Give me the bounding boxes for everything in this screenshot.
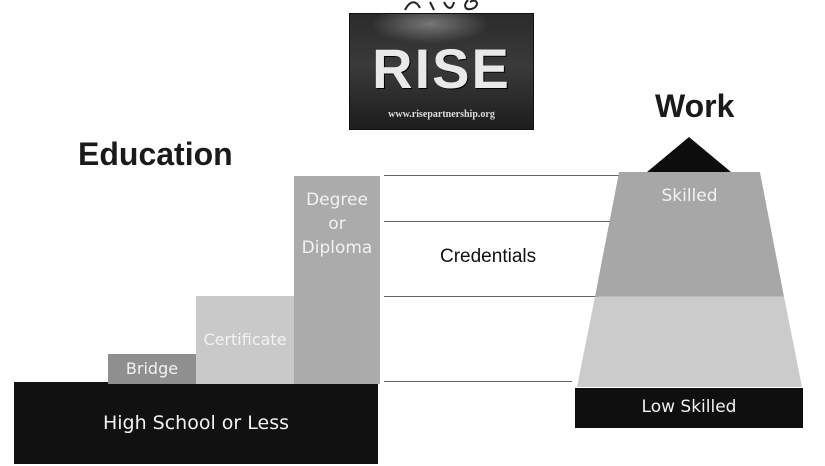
degree-label-line3: Diploma — [301, 238, 373, 258]
pyramid-middle-band — [577, 296, 802, 387]
pyramid-skilled-band — [595, 172, 784, 297]
handwritten-mark-icon — [404, 0, 478, 11]
certificate-step: Certificate — [196, 296, 294, 384]
connector-line-upper — [384, 221, 610, 222]
logo-wordmark: RISE — [372, 37, 511, 100]
skilled-label: Skilled — [661, 186, 718, 206]
education-heading: Education — [78, 136, 233, 172]
bridge-step: Bridge — [108, 354, 196, 384]
connector-line-degree — [384, 175, 627, 176]
pyramid-apex — [647, 137, 731, 172]
bridge-label: Bridge — [125, 359, 179, 378]
degree-label-line1: Degree — [306, 190, 368, 210]
high-school-step: High School or Less — [14, 382, 378, 464]
rise-logo: RISE www.risepartnership.org — [349, 13, 534, 130]
logo-url: www.risepartnership.org — [388, 109, 495, 120]
connector-line-middle — [384, 296, 599, 297]
credentials-label: Credentials — [440, 246, 537, 267]
logo-glow — [370, 14, 490, 44]
low-skilled-label: Low Skilled — [641, 397, 737, 417]
high-school-label: High School or Less — [102, 412, 290, 434]
degree-step: Degree or Diploma — [294, 176, 380, 384]
low-skilled-band: Low Skilled — [575, 388, 803, 428]
work-heading: Work — [655, 88, 735, 124]
connector-line-base — [384, 381, 572, 382]
certificate-label: Certificate — [203, 330, 287, 349]
degree-label-line2: or — [328, 214, 346, 234]
